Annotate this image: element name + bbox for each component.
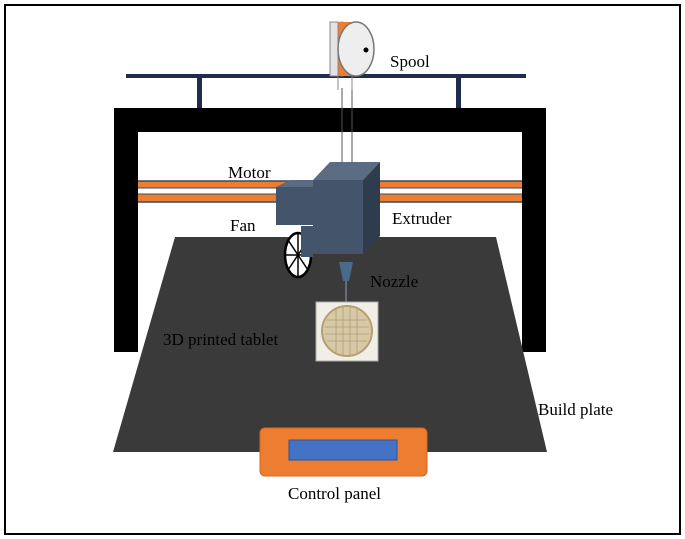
gantry-frame [114, 108, 546, 352]
printed-tablet [315, 301, 379, 362]
filament [341, 88, 353, 162]
tablet-label: 3D printed tablet [163, 330, 278, 349]
control-panel-label: Control panel [288, 484, 381, 503]
spool [329, 21, 375, 90]
nozzle-label: Nozzle [370, 272, 418, 291]
fan-label: Fan [230, 216, 256, 235]
build-plate-label: Build plate [538, 400, 613, 419]
top-support-bar [126, 74, 526, 108]
nozzle [339, 262, 353, 281]
control-panel [259, 427, 428, 477]
motor-housing [276, 180, 330, 257]
extruder-label: Extruder [392, 209, 452, 228]
spool-label: Spool [390, 52, 430, 71]
extruder [313, 162, 380, 254]
motor-label: Motor [228, 163, 271, 182]
